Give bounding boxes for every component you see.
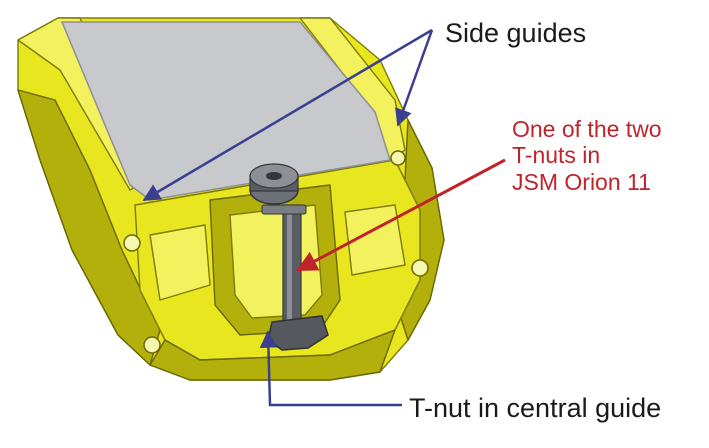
left-screw-channel: [123, 234, 141, 252]
orion-tnut-arrow: [296, 158, 506, 272]
side-guides-arrow-right: [395, 29, 434, 127]
bolt-washer: [261, 204, 307, 215]
orion-tnut-label-line-3: JSM Orion 11: [512, 169, 651, 195]
central-guide-arrow: [259, 330, 402, 407]
bolt-socket: [266, 172, 282, 180]
bolt-shaft-highlight: [287, 208, 292, 328]
side-guides-arrow-left: [142, 28, 433, 202]
central-guide-tnut-label: T-nut in central guide: [409, 393, 662, 423]
side-guides-label: Side guides: [445, 18, 587, 48]
left-rib: [149, 224, 211, 301]
right-lower-channel: [411, 259, 429, 277]
right-screw-channel: [390, 150, 406, 166]
central-guide-inner: [229, 204, 323, 319]
profile-cover: [60, 21, 391, 201]
bottom-lip: [149, 329, 396, 381]
left-lower-channel: [143, 336, 161, 354]
orion-tnut-label-line-1: One of the two: [512, 116, 662, 142]
orion-tnut-label-line-2: T-nuts in: [512, 142, 601, 168]
